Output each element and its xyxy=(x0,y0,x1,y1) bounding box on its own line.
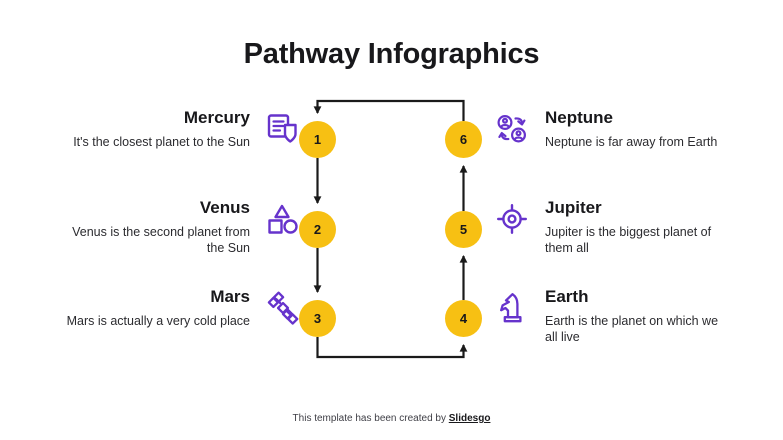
entry-venus-text: Venus Venus is the second planet from th… xyxy=(62,198,250,257)
chess-knight-icon xyxy=(493,289,531,327)
page-title: Pathway Infographics xyxy=(243,38,540,70)
entry-jupiter-title: Jupiter xyxy=(545,198,602,217)
entry-jupiter: Jupiter Jupiter is the biggest planet of… xyxy=(493,198,733,257)
entry-mercury: Mercury It's the closest planet to the S… xyxy=(62,108,302,150)
entry-mars-text: Mars Mars is actually a very cold place xyxy=(62,287,250,329)
entry-mercury-text: Mercury It's the closest planet to the S… xyxy=(62,108,250,150)
user-exchange-icon xyxy=(493,110,531,148)
entry-mercury-title: Mercury xyxy=(183,108,250,127)
pathway-node-2[interactable]: 2 xyxy=(299,211,336,248)
entry-venus: Venus Venus is the second planet from th… xyxy=(62,198,302,257)
pathway-node-4[interactable]: 4 xyxy=(445,300,482,337)
entry-mercury-description: It's the closest planet to the Sun xyxy=(73,134,250,149)
entry-earth-description: Earth is the planet on which we all live xyxy=(545,313,719,345)
entry-earth: Earth Earth is the planet on which we al… xyxy=(493,287,733,346)
entry-venus-title: Venus xyxy=(199,198,250,217)
connector-3-to-4 xyxy=(316,337,468,359)
entry-venus-description: Venus is the second planet from the Sun xyxy=(72,224,250,256)
entry-jupiter-text: Jupiter Jupiter is the biggest planet of… xyxy=(545,198,733,257)
entry-mars-description: Mars is actually a very cold place xyxy=(66,313,250,328)
document-shield-icon xyxy=(264,110,302,148)
entry-mars: Mars Mars is actually a very cold place xyxy=(62,287,302,329)
entry-neptune-description: Neptune is far away from Earth xyxy=(545,134,718,149)
slidesgo-link[interactable]: Slidesgo xyxy=(448,413,491,424)
footer-credit: This template has been created by Slides… xyxy=(0,413,783,424)
satellite-icon xyxy=(264,289,302,327)
entry-earth-title: Earth xyxy=(545,287,589,306)
pathway-node-6[interactable]: 6 xyxy=(445,121,482,158)
shapes-icon xyxy=(264,200,302,238)
footer-credit-text: This template has been created by xyxy=(292,413,449,424)
entry-jupiter-description: Jupiter is the biggest planet of them al… xyxy=(545,224,712,256)
connector-6-to-1 xyxy=(313,99,465,121)
entry-mars-title: Mars xyxy=(210,287,250,306)
entry-earth-text: Earth Earth is the planet on which we al… xyxy=(545,287,733,346)
entry-neptune-title: Neptune xyxy=(545,108,613,127)
entry-neptune-text: Neptune Neptune is far away from Earth xyxy=(545,108,733,150)
pathway-node-5[interactable]: 5 xyxy=(445,211,482,248)
pathway-node-3[interactable]: 3 xyxy=(299,300,336,337)
target-crosshair-icon xyxy=(493,200,531,238)
pathway-node-1[interactable]: 1 xyxy=(299,121,336,158)
entry-neptune: Neptune Neptune is far away from Earth xyxy=(493,108,733,150)
